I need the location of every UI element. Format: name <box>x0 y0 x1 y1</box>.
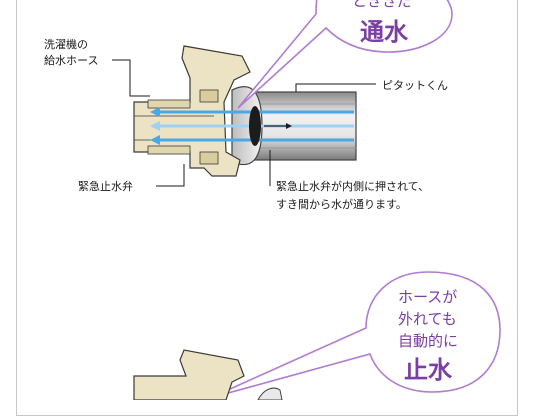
bottom-bubble-main-text: 止水 <box>404 356 453 384</box>
diagram-stage: 洗濯機の 給水ホース ピタットくん 緊急止水弁 緊急止水弁が内側に押されて、 す… <box>16 0 518 416</box>
diagram-canvas: 洗濯機の 給水ホース ピタットくん 緊急止水弁 緊急止水弁が内側に押されて、 す… <box>44 0 501 400</box>
label-hose-line2: 給水ホース <box>44 53 98 67</box>
label-hose-line1: 洗濯機の <box>44 37 88 51</box>
bottom-bubble-line3: 自動的に <box>398 332 458 350</box>
bottom-bubble-line1: ホースが <box>398 288 457 306</box>
top-speech-bubble: とききだ 通水 <box>237 0 453 109</box>
top-bubble-partial-text: とききだ <box>352 0 412 10</box>
bottom-speech-bubble: ホースが 外れても 自動的に 止水 <box>209 271 501 399</box>
label-desc-line2: すき間から水が通ります。 <box>276 197 407 211</box>
bottom-bubble-line2: 外れても <box>398 310 457 328</box>
label-desc-line1: 緊急止水弁が内側に押されて、 <box>276 179 429 193</box>
emergency-valve-disc <box>249 106 261 146</box>
top-bubble-main-text: 通水 <box>360 18 409 46</box>
label-pitatto: ピタットくん <box>382 79 448 92</box>
top-leader-lines <box>112 59 376 187</box>
label-emergency-valve: 緊急止水弁 <box>78 179 133 193</box>
bottom-fitting-partial <box>133 349 283 400</box>
top-assembly <box>133 45 357 177</box>
